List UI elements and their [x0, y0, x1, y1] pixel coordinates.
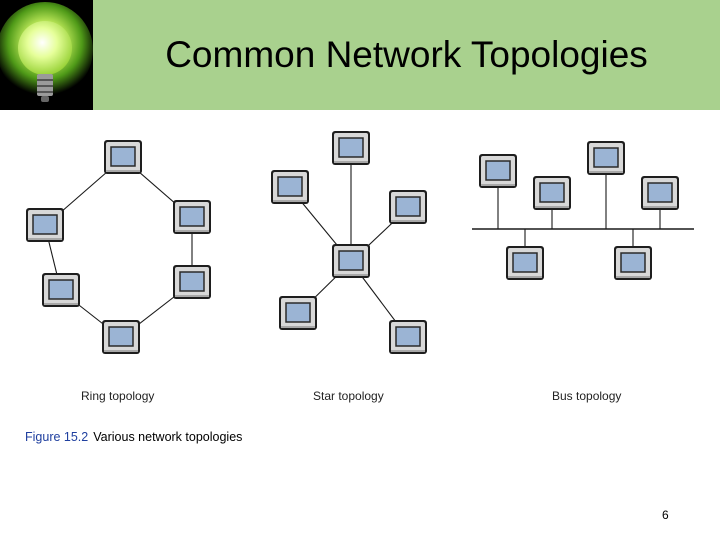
bus-links [472, 173, 694, 248]
slide-header: Common Network Topologies [0, 0, 720, 110]
topology-diagram [25, 130, 694, 355]
ring-computer [103, 139, 143, 175]
slide-title: Common Network Topologies [165, 34, 648, 75]
star-computer [331, 130, 371, 166]
bus-computer [613, 245, 653, 281]
figure-number: Figure 15.2 [25, 430, 89, 444]
star-topology [270, 130, 428, 355]
bus-topology [472, 140, 694, 281]
figure-caption: Figure 15.2 Various network topologies [25, 430, 242, 444]
star-computer [388, 319, 428, 355]
figure-caption-text: Various network topologies [93, 430, 243, 444]
logo [0, 0, 93, 110]
star-computer [278, 295, 318, 331]
bus-computer [586, 140, 626, 176]
ring-computer [172, 264, 212, 300]
ring-computer [41, 272, 81, 308]
bus-computer [505, 245, 545, 281]
star-computer [270, 169, 310, 205]
page-number: 6 [662, 508, 669, 522]
lightbulb-icon [0, 0, 93, 110]
star-hub-computer [331, 243, 371, 279]
bus-topology-label: Bus topology [552, 389, 622, 403]
ring-computer [101, 319, 141, 355]
ring-topology-label: Ring topology [81, 389, 155, 403]
bus-computer [478, 153, 518, 189]
bus-computer [640, 175, 680, 211]
ring-links [44, 157, 193, 339]
ring-computer [172, 199, 212, 235]
star-computer [388, 189, 428, 225]
star-topology-label: Star topology [313, 389, 384, 403]
bus-computer [532, 175, 572, 211]
ring-computer [25, 207, 65, 243]
ring-topology [25, 139, 212, 355]
